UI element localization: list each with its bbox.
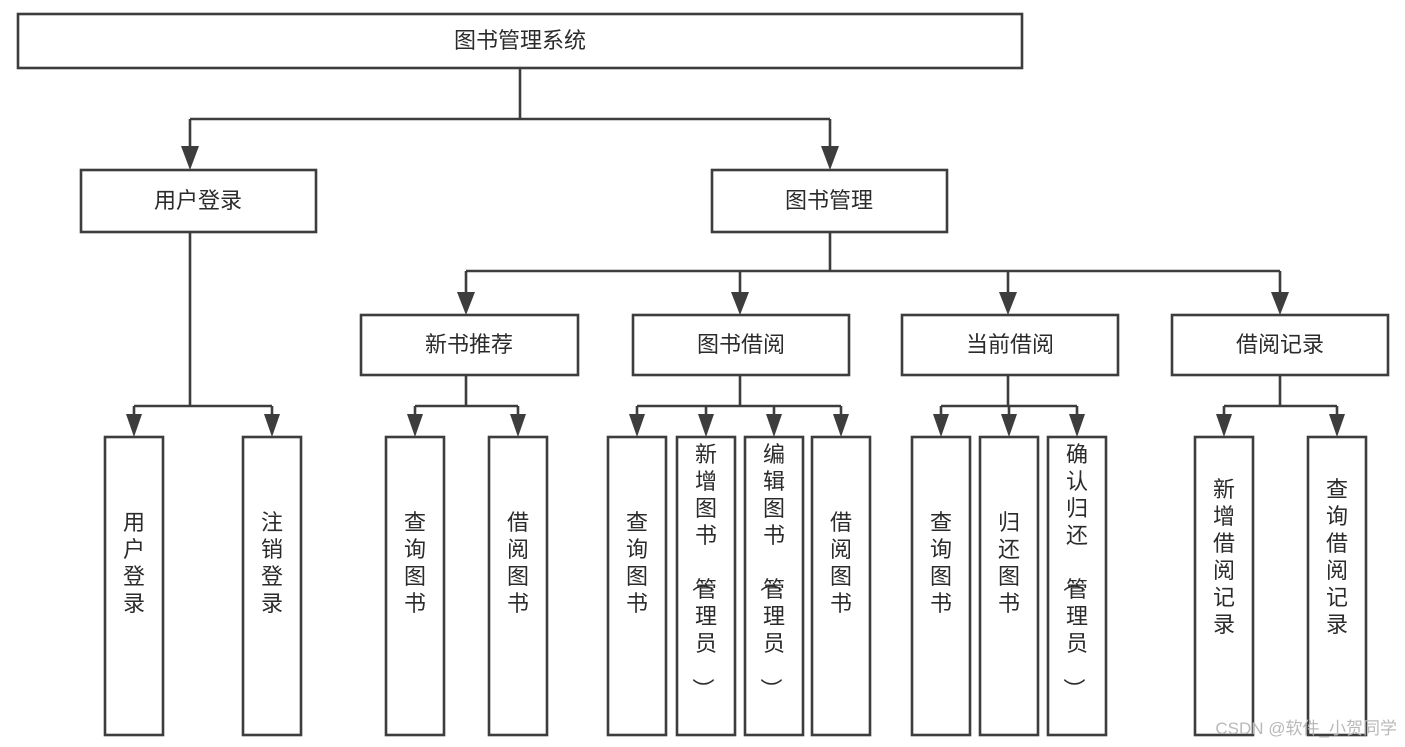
- node-leaf-current-2-label: 归还图书: [998, 510, 1020, 616]
- node-leaf-records-1[interactable]: 新增借阅记录: [1193, 435, 1255, 737]
- node-leaf-newbook-2[interactable]: 借阅图书: [487, 435, 549, 737]
- node-leaf-records-2-label: 查询借阅记录: [1326, 477, 1348, 637]
- connector-records-to-leaves: [1216, 375, 1345, 437]
- node-leaf-login-2-label: 注销登录: [261, 510, 283, 616]
- node-bookmgmt[interactable]: 图书管理: [710, 168, 949, 234]
- node-records[interactable]: 借阅记录: [1170, 313, 1390, 377]
- node-leaf-borrow-3-label: 编辑图书（管理员）: [758, 442, 785, 700]
- node-leaf-borrow-1-label: 查询图书: [626, 510, 648, 616]
- csdn-watermark: CSDN @软件_小贺同学: [1215, 719, 1397, 738]
- connector-login-to-leaves: [126, 232, 280, 437]
- node-login[interactable]: 用户登录: [79, 168, 318, 234]
- node-root[interactable]: 图书管理系统: [16, 12, 1024, 70]
- node-leaf-newbook-1-label: 查询图书: [404, 510, 426, 616]
- node-leaf-newbook-1[interactable]: 查询图书: [384, 435, 446, 737]
- connector-bookmgmt-to-level3: [457, 232, 1289, 315]
- node-borrow-label: 图书借阅: [697, 332, 785, 357]
- node-leaf-current-3[interactable]: 确认归还（管理员）: [1046, 435, 1108, 737]
- node-leaf-borrow-4-label: 借阅图书: [830, 510, 852, 616]
- node-leaf-newbook-2-label: 借阅图书: [507, 510, 529, 616]
- node-leaf-borrow-3[interactable]: 编辑图书（管理员）: [743, 435, 805, 737]
- node-leaf-borrow-4[interactable]: 借阅图书: [810, 435, 872, 737]
- node-leaf-borrow-2[interactable]: 新增图书（管理员）: [675, 435, 737, 737]
- node-leaf-login-1[interactable]: 用户登录: [103, 435, 165, 737]
- node-leaf-borrow-2-label: 新增图书（管理员）: [690, 442, 717, 700]
- node-root-label: 图书管理系统: [454, 28, 586, 53]
- node-newbook-label: 新书推荐: [425, 332, 513, 357]
- node-leaf-login-1-label: 用户登录: [123, 510, 145, 616]
- node-leaf-current-3-label: 确认归还（管理员）: [1061, 442, 1088, 700]
- node-leaf-records-1-label: 新增借阅记录: [1213, 477, 1235, 637]
- connector-root-to-level2: [181, 68, 839, 170]
- node-leaf-current-1-label: 查询图书: [930, 510, 952, 616]
- connector-current-to-leaves: [933, 375, 1085, 437]
- node-current[interactable]: 当前借阅: [900, 313, 1120, 377]
- node-records-label: 借阅记录: [1236, 332, 1324, 357]
- node-current-label: 当前借阅: [966, 332, 1054, 357]
- node-leaf-records-2[interactable]: 查询借阅记录: [1306, 435, 1368, 737]
- connector-newbook-to-leaves: [407, 375, 526, 437]
- node-newbook[interactable]: 新书推荐: [359, 313, 580, 377]
- node-leaf-login-2[interactable]: 注销登录: [241, 435, 303, 737]
- node-borrow[interactable]: 图书借阅: [631, 313, 851, 377]
- node-leaf-current-1[interactable]: 查询图书: [910, 435, 972, 737]
- connector-borrow-to-leaves: [629, 375, 849, 437]
- node-leaf-borrow-1[interactable]: 查询图书: [606, 435, 668, 737]
- node-login-label: 用户登录: [154, 188, 242, 213]
- node-bookmgmt-label: 图书管理: [785, 188, 873, 213]
- node-leaf-current-2[interactable]: 归还图书: [978, 435, 1040, 737]
